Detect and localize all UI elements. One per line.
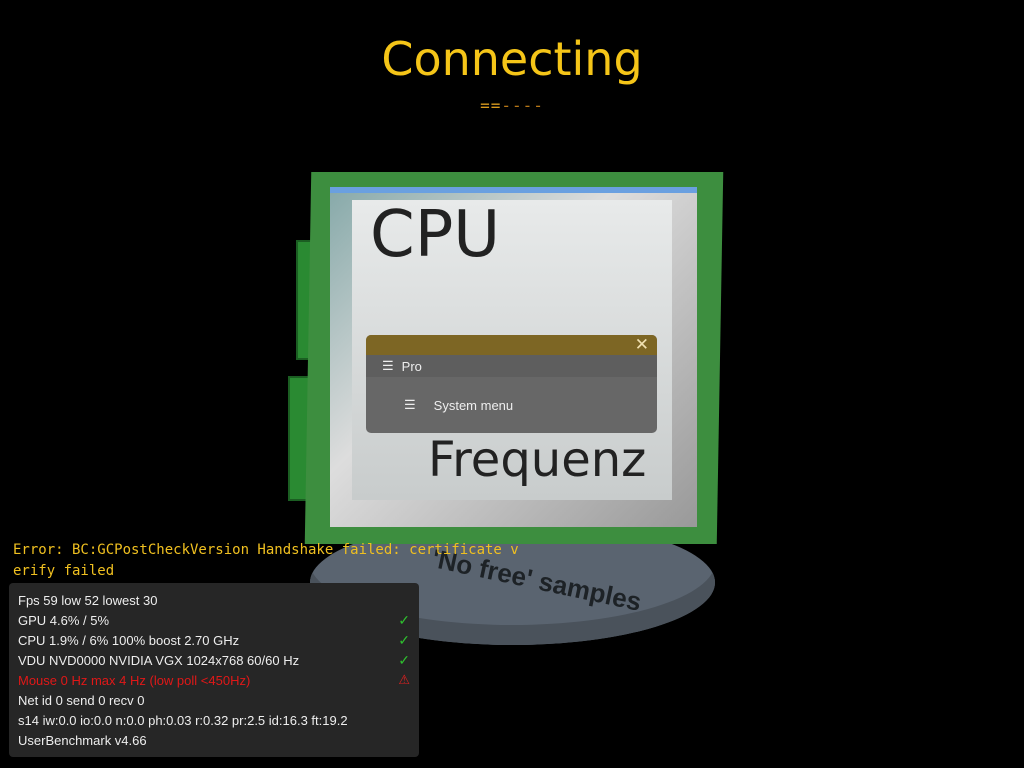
- menu-title-bar: ✕: [366, 335, 657, 355]
- stat-text: s14 iw:0.0 io:0.0 n:0.0 ph:0.03 r:0.32 p…: [18, 712, 348, 728]
- check-icon: ✓: [398, 631, 410, 648]
- popup-menu: ✕ ☰ Pro ☰ System menu: [366, 335, 657, 433]
- stat-row-fps: Fps 59 low 52 lowest 30: [18, 590, 410, 610]
- error-message: Error: BC:GCPostCheckVersion Handshake f…: [13, 542, 519, 579]
- stat-row-version: UserBenchmark v4.66: [18, 730, 410, 750]
- menu-item-pro[interactable]: ☰ Pro: [366, 355, 657, 377]
- page-title: Connecting: [381, 32, 643, 86]
- progress-done: ==: [480, 96, 502, 115]
- warning-icon: ⚠: [398, 672, 410, 687]
- check-icon: ✓: [398, 611, 410, 628]
- hamburger-icon: ☰: [404, 397, 416, 412]
- progress-remaining: ----: [501, 96, 544, 115]
- stat-text: GPU 4.6% / 5%: [18, 612, 110, 628]
- check-icon: ✓: [398, 651, 410, 668]
- menu-item-label: System menu: [433, 397, 514, 413]
- hamburger-icon: ☰: [382, 358, 394, 373]
- cpu-label: CPU: [370, 198, 501, 272]
- stat-row-vdu: VDU NVD0000 NVIDIA VGX 1024x768 60/60 Hz…: [18, 650, 410, 670]
- connection-progress: ==----: [0, 96, 1024, 115]
- stat-text: Mouse 0 Hz max 4 Hz (low poll <450Hz): [18, 672, 251, 688]
- close-icon[interactable]: ✕: [634, 335, 649, 354]
- stat-text: CPU 1.9% / 6% 100% boost 2.70 GHz: [18, 632, 240, 648]
- stat-row-cpu: CPU 1.9% / 6% 100% boost 2.70 GHz ✓: [18, 630, 410, 650]
- stat-row-mouse: Mouse 0 Hz max 4 Hz (low poll <450Hz) ⚠: [18, 670, 410, 690]
- frequency-label: Frequenz: [428, 432, 647, 488]
- stat-text: UserBenchmark v4.66: [18, 732, 147, 748]
- stat-text: VDU NVD0000 NVIDIA VGX 1024x768 60/60 Hz: [18, 652, 300, 668]
- stat-text: Fps 59 low 52 lowest 30: [18, 592, 158, 608]
- stat-row-gpu: GPU 4.6% / 5% ✓: [18, 610, 410, 630]
- stat-row-timing: s14 iw:0.0 io:0.0 n:0.0 ph:0.03 r:0.32 p…: [18, 710, 410, 730]
- stats-panel: Fps 59 low 52 lowest 30 GPU 4.6% / 5% ✓ C…: [9, 583, 419, 757]
- menu-item-system-menu[interactable]: ☰ System menu: [366, 394, 657, 416]
- stat-row-net: Net id 0 send 0 recv 0: [18, 690, 410, 710]
- stat-text: Net id 0 send 0 recv 0: [18, 692, 145, 708]
- menu-item-label: Pro: [401, 358, 422, 374]
